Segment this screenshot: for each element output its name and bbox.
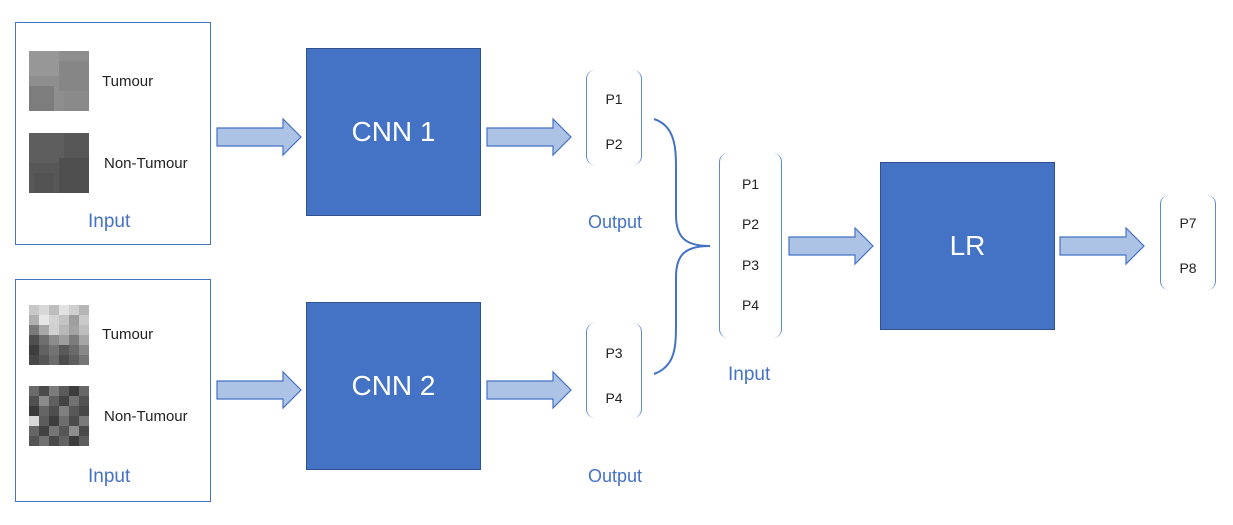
tumour-image-2 bbox=[29, 305, 89, 365]
cnn-2-block: CNN 2 bbox=[306, 302, 481, 470]
non-tumour-label-1: Non-Tumour bbox=[104, 155, 188, 172]
tumour-image-1 bbox=[29, 51, 89, 111]
combined-caption: Input bbox=[728, 364, 771, 385]
vector-item: P4 bbox=[741, 297, 760, 313]
combined-vector: P1 P2 P3 P4 bbox=[719, 153, 782, 338]
vector-item: P3 bbox=[741, 257, 760, 273]
output-vector-2: P3 P4 bbox=[586, 323, 642, 418]
non-tumour-image-2 bbox=[29, 386, 89, 446]
input-panel-2: Tumour Non-Tumour Input bbox=[15, 279, 211, 502]
arrow-cnn1-to-output1 bbox=[486, 117, 572, 157]
vector-item: P7 bbox=[1179, 215, 1197, 231]
output-caption-2: Output bbox=[588, 466, 643, 486]
arrow-input2-to-cnn2 bbox=[216, 370, 302, 410]
vector-item: P2 bbox=[741, 216, 760, 232]
input-panel-1: Tumour Non-Tumour Input bbox=[15, 22, 211, 245]
output-caption-1: Output bbox=[588, 212, 643, 232]
non-tumour-image-1 bbox=[29, 133, 89, 193]
cnn-1-block: CNN 1 bbox=[306, 48, 481, 216]
final-output-vector: P7 P8 bbox=[1160, 195, 1216, 290]
vector-item: P4 bbox=[605, 390, 623, 406]
vector-item: P3 bbox=[605, 345, 623, 361]
output-vector-1: P1 P2 bbox=[586, 70, 642, 165]
arrow-combined-to-lr bbox=[788, 226, 874, 266]
vector-item: P1 bbox=[605, 91, 623, 107]
merge-brace bbox=[653, 118, 711, 375]
tumour-label-1: Tumour bbox=[102, 73, 154, 90]
non-tumour-label-2: Non-Tumour bbox=[104, 408, 188, 425]
vector-item: P8 bbox=[1179, 260, 1197, 276]
vector-item: P1 bbox=[741, 176, 760, 192]
input-caption-1: Input bbox=[88, 211, 131, 232]
arrow-lr-to-final bbox=[1059, 226, 1145, 266]
lr-block: LR bbox=[880, 162, 1055, 330]
vector-item: P2 bbox=[605, 136, 623, 152]
input-caption-2: Input bbox=[88, 466, 131, 487]
arrow-cnn2-to-output2 bbox=[486, 370, 572, 410]
arrow-input1-to-cnn1 bbox=[216, 117, 302, 157]
tumour-label-2: Tumour bbox=[102, 326, 154, 343]
